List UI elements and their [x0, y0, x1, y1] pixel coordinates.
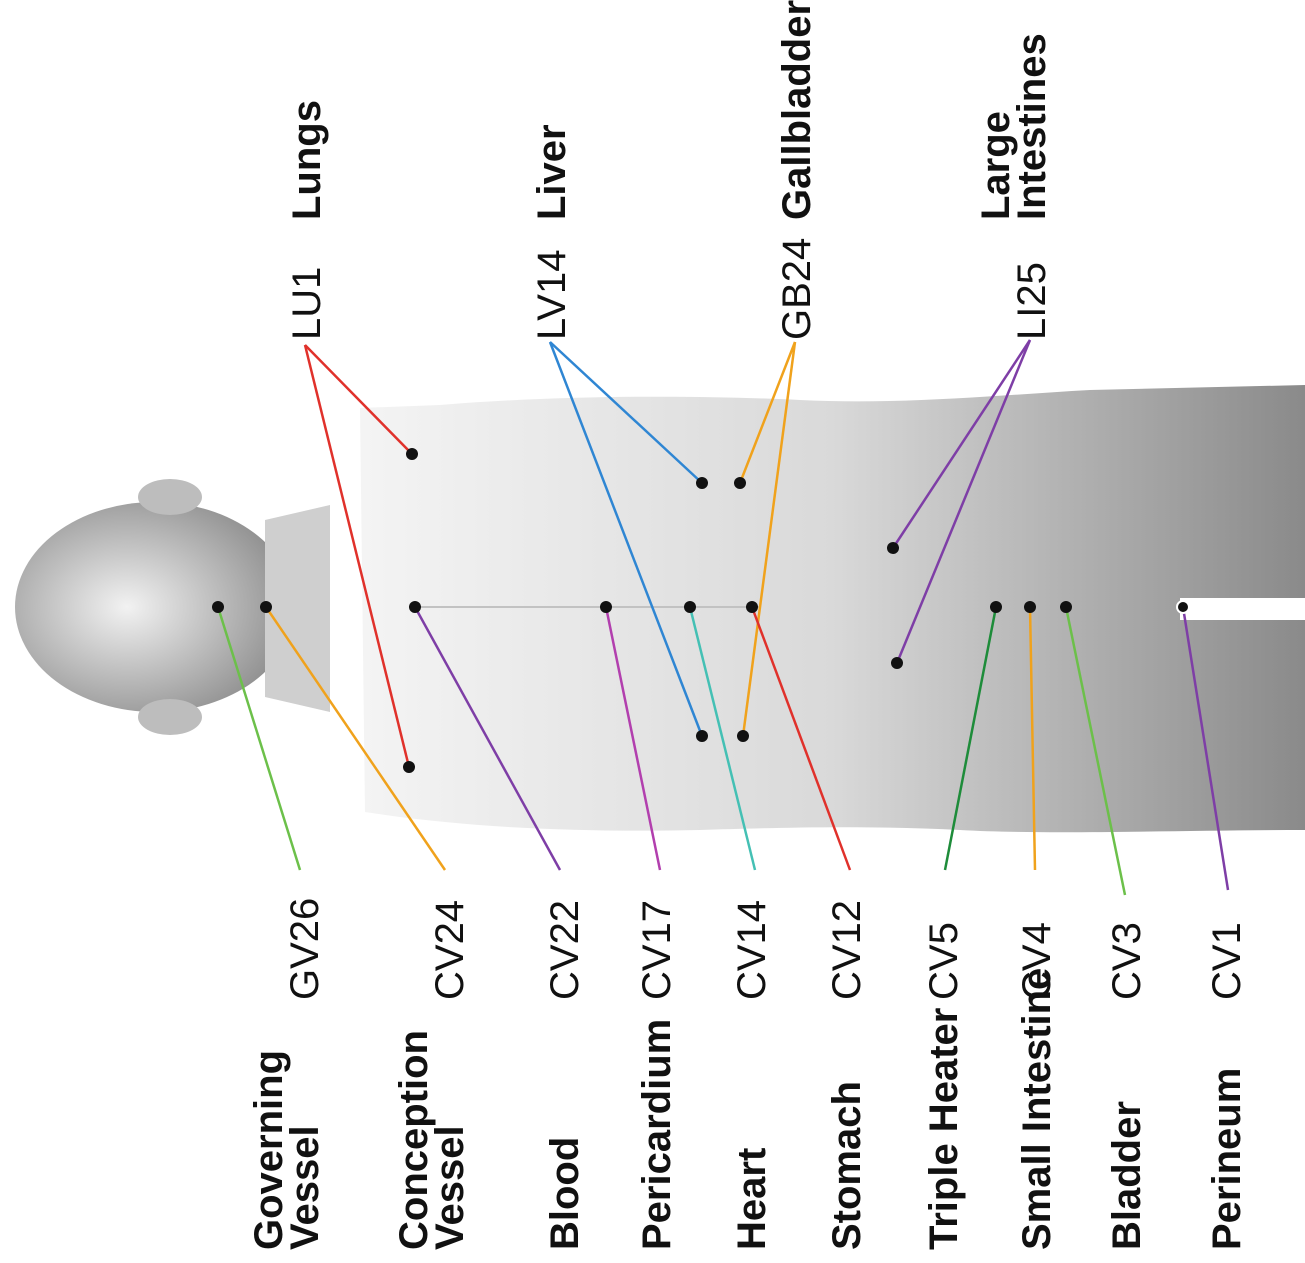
point-code: CV14 [730, 900, 774, 1000]
organ-name: Liver [530, 124, 574, 220]
point-code: CV17 [635, 900, 679, 1000]
point-code: CV5 [922, 922, 966, 1000]
label-lu1: LU1 Lungs [285, 100, 329, 340]
label-cv22: CV22 Blood [543, 900, 587, 1250]
point-dot-lu1-right [403, 761, 415, 773]
point-dot-li25-right [891, 657, 903, 669]
label-gb24: GB24 Gallbladder [775, 0, 819, 340]
point-dot-cv4 [1024, 601, 1036, 613]
organ-name: Blood [543, 1137, 587, 1250]
point-code: CV3 [1105, 922, 1149, 1000]
top-labels: LU1 Lungs LV14 Liver GB24 Gallbladder LI… [285, 0, 1054, 340]
label-cv1: CV1 Perineum [1205, 922, 1249, 1250]
point-dot-cv5 [990, 601, 1002, 613]
label-cv4: CV4 Small Intestine [1015, 922, 1059, 1250]
point-code: GB24 [775, 238, 819, 340]
point-dot-li25-left [887, 542, 899, 554]
organ-name: Triple Heater [922, 1008, 966, 1250]
point-dot-gb24-left [734, 477, 746, 489]
label-cv3: CV3 Bladder [1105, 922, 1149, 1250]
point-dot-cv1 [1177, 601, 1189, 613]
head-shape [15, 502, 295, 712]
neck-shape [265, 505, 330, 712]
body-figure [15, 385, 1305, 832]
label-li25: LI25 Large Intestines [974, 33, 1054, 340]
organ-name-line-2: Intestines [1010, 33, 1054, 220]
organ-name: Small Intestine [1015, 968, 1059, 1250]
point-code: LI25 [1010, 262, 1054, 340]
point-dot-gb24-right [737, 730, 749, 742]
organ-name: Perineum [1205, 1068, 1249, 1250]
label-lv14: LV14 Liver [530, 124, 574, 340]
point-dot-cv12 [746, 601, 758, 613]
organ-name: Bladder [1105, 1101, 1149, 1250]
point-code: CV24 [428, 900, 472, 1000]
connector-lu1-a [305, 345, 412, 454]
point-dot-lv14-right [696, 730, 708, 742]
point-code: CV1 [1205, 922, 1249, 1000]
organ-name: Pericardium [635, 1019, 679, 1250]
point-dot-lv14-left [696, 477, 708, 489]
point-dot-cv17 [600, 601, 612, 613]
organ-name-line-2: Vessel [428, 1125, 472, 1250]
ear-right-shape [138, 699, 202, 735]
point-code: CV12 [825, 900, 869, 1000]
organ-name: Gallbladder [775, 0, 819, 220]
point-code: GV26 [283, 898, 327, 1000]
point-code: CV22 [543, 900, 587, 1000]
point-dot-cv24 [260, 601, 272, 613]
organ-name-line-2: Vessel [283, 1125, 327, 1250]
point-dot-gv26 [212, 601, 224, 613]
point-dot-lu1-left [406, 448, 418, 460]
point-dot-cv22 [409, 601, 421, 613]
point-dot-cv14 [684, 601, 696, 613]
point-dot-cv3 [1060, 601, 1072, 613]
point-code: LU1 [285, 267, 329, 340]
organ-name: Heart [730, 1148, 774, 1250]
organ-name: Stomach [825, 1081, 869, 1250]
leg-gap [1180, 598, 1305, 620]
label-cv17: CV17 Pericardium [635, 900, 679, 1250]
label-cv24: CV24 Conception Vessel [392, 900, 472, 1250]
label-cv5: CV5 Triple Heater [922, 922, 966, 1250]
label-cv14: CV14 Heart [730, 900, 774, 1250]
bottom-labels: GV26 Governing Vessel CV24 Conception Ve… [247, 898, 1249, 1250]
ear-left-shape [138, 479, 202, 515]
point-code: LV14 [530, 250, 574, 340]
label-cv12: CV12 Stomach [825, 900, 869, 1250]
label-gv26: GV26 Governing Vessel [247, 898, 327, 1250]
organ-name: Lungs [285, 100, 329, 220]
